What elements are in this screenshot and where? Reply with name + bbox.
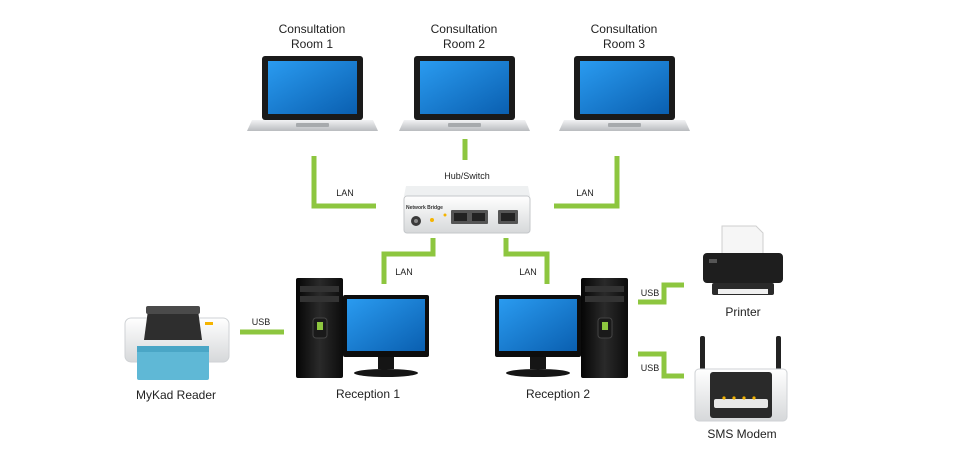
lan-link-room3 [554, 156, 620, 209]
lan-link-room1 [311, 156, 376, 209]
hub-plate-label: Network Bridge [406, 205, 443, 211]
lan-label-reception1: LAN [395, 267, 413, 277]
laptop-room1 [247, 56, 378, 131]
reception1-label: Reception 1 [335, 387, 401, 401]
sms-modem-device [694, 336, 788, 422]
room3-label: Consultation Room 3 [590, 22, 658, 51]
usb-label-printer: USB [640, 288, 660, 298]
printer-label: Printer [725, 305, 761, 319]
usb-label-modem: USB [640, 363, 660, 373]
laptop-room3 [559, 56, 690, 131]
lan-link-reception1 [381, 238, 436, 284]
printer-device [703, 225, 783, 295]
mykad-reader [124, 306, 230, 380]
usb-link-modem [638, 351, 684, 379]
room2-label: Consultation Room 2 [430, 22, 498, 51]
modem-label: SMS Modem [707, 427, 777, 441]
lan-label-reception2: LAN [519, 267, 537, 277]
reception2-label: Reception 2 [525, 387, 591, 401]
hub-switch [403, 186, 531, 234]
room1-label: Consultation Room 1 [278, 22, 346, 51]
usb-label-mykad: USB [251, 317, 271, 327]
lan-label-left: LAN [336, 188, 354, 198]
lan-label-right: LAN [576, 188, 594, 198]
usb-link-printer [638, 282, 684, 305]
mykad-label: MyKad Reader [135, 388, 217, 402]
hub-label: Hub/Switch [444, 171, 490, 181]
laptop-room2 [399, 56, 530, 131]
desktop-reception2 [495, 278, 628, 378]
lan-link-reception2 [503, 238, 550, 284]
connection-lines [240, 139, 684, 379]
desktop-reception1 [296, 278, 429, 378]
